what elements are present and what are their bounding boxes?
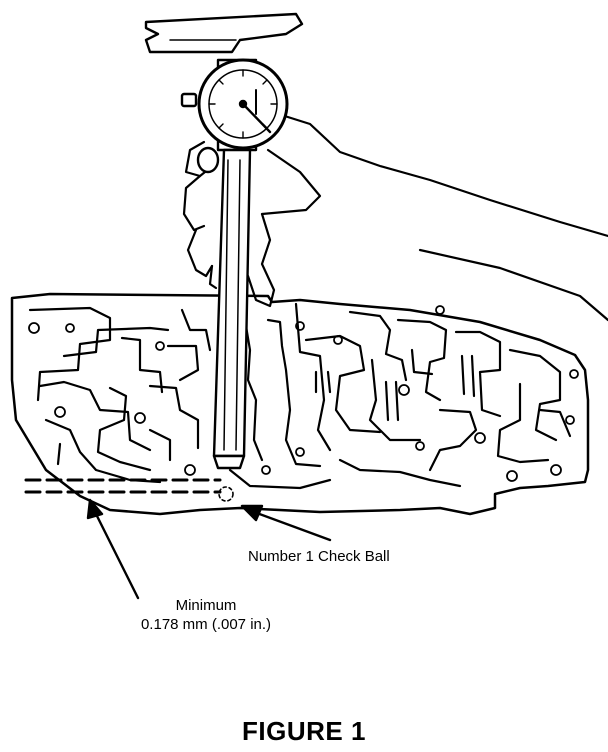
valve-body-plate — [10, 292, 590, 516]
bolt-holes — [28, 305, 579, 482]
minimum-title: Minimum — [175, 597, 237, 614]
check-ball — [218, 486, 234, 502]
reference-dashed-lines — [24, 478, 222, 494]
minimum-value: 0.178 mm (.007 in.) — [140, 616, 272, 633]
hand — [182, 110, 608, 322]
minimum-clearance-label: Minimum 0.178 mm (.007 in.) — [126, 596, 286, 634]
check-ball-label: Number 1 Check Ball — [248, 548, 390, 565]
figure-caption: FIGURE 1 — [242, 716, 366, 746]
leader-arrows — [86, 498, 332, 600]
oil-passages — [28, 302, 572, 490]
caliper — [144, 12, 304, 470]
